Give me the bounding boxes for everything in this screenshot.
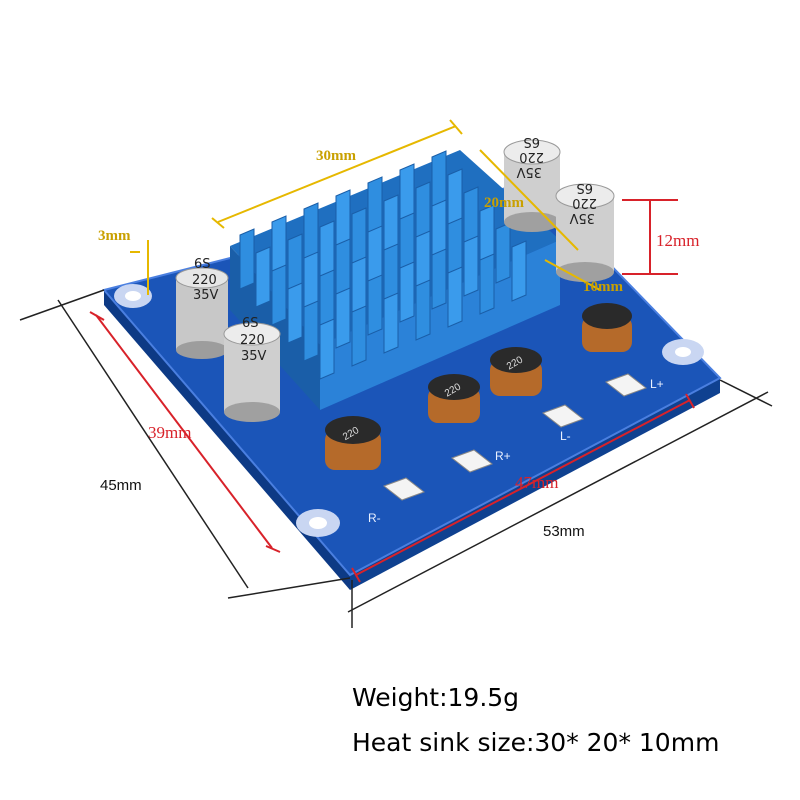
dim-hole-offset: 3mm	[98, 228, 131, 244]
spec-weight: Weight:19.5g	[352, 683, 520, 712]
dim-heatsink-length: 30mm	[316, 148, 356, 164]
terminal-pad	[382, 477, 426, 501]
heatsink-fin	[463, 235, 479, 297]
capacitor-label-1: 6S	[576, 180, 593, 195]
mounting-hole	[662, 339, 704, 365]
heatsink-fin	[271, 264, 287, 326]
dim-board-depth: 45mm	[100, 477, 142, 494]
inductor	[582, 303, 632, 352]
capacitor-label-1: 6S	[523, 134, 540, 149]
dim-hole-span-x: 47mm	[515, 473, 558, 492]
heatsink-fin	[255, 246, 271, 308]
heatsink-fin	[495, 222, 511, 284]
capacitor-label-2: 220	[519, 149, 544, 164]
heatsink-fin	[383, 292, 399, 354]
heatsink-fin	[399, 261, 415, 323]
terminal-label-r-plus: R+	[495, 449, 511, 463]
capacitor-label-3: 35V	[569, 210, 595, 225]
mounting-hole	[114, 284, 152, 308]
heat-sink	[230, 150, 560, 410]
terminal-pad	[450, 449, 494, 473]
capacitor: 6S 220 35V	[175, 257, 229, 359]
heatsink-fin	[319, 318, 335, 380]
capacitor-label-1: 6S	[194, 257, 211, 272]
red-dimension-lines	[89, 199, 695, 583]
terminal-label-l-plus: L+	[650, 377, 664, 391]
dim-hole-span-y: 39mm	[148, 423, 191, 442]
capacitor-label-3: 35V	[241, 349, 267, 364]
dim-heatsink-height: 10mm	[583, 279, 623, 295]
inductor: 220	[490, 347, 542, 396]
heatsink-fin	[351, 305, 367, 367]
terminal-label-r-minus: R-	[368, 511, 381, 525]
inductor: 220	[428, 374, 480, 423]
heatsink-fin	[239, 228, 255, 290]
inductor: 220	[325, 416, 381, 470]
capacitor-label-3: 35V	[193, 288, 219, 303]
capacitor-label-2: 220	[192, 273, 217, 288]
pcb-right-edge	[350, 378, 720, 590]
capacitor-label-2: 220	[572, 195, 597, 210]
dim-board-width: 53mm	[543, 523, 585, 540]
dim-heatsink-width: 20mm	[484, 195, 524, 211]
mounting-hole	[296, 509, 340, 537]
heatsink-fin	[335, 287, 351, 349]
heatsink-fin	[367, 274, 383, 336]
outer-dimension-lines	[19, 289, 773, 628]
heatsink-fin	[479, 253, 495, 315]
capacitor-label-2: 220	[240, 333, 265, 348]
capacitor-label-1: 6S	[242, 316, 259, 331]
heatsink-dimension-lines	[130, 119, 601, 295]
dim-capacitor-height: 12mm	[656, 231, 699, 250]
capacitor-label-3: 35V	[516, 164, 542, 179]
capacitor: 6S 220 35V	[223, 316, 281, 422]
spec-heatsink-size: Heat sink size:30* 20* 10mm	[352, 728, 720, 757]
heatsink-fin	[447, 266, 463, 328]
heatsink-fin	[511, 240, 527, 302]
heatsink-fin	[287, 282, 303, 344]
heatsink-fin	[431, 248, 447, 310]
heatsink-fin	[415, 279, 431, 341]
terminal-pad	[541, 404, 585, 428]
terminal-label-l-minus: L-	[560, 429, 571, 443]
pcb-front-edge	[104, 290, 350, 590]
heatsink-fin	[303, 300, 319, 362]
terminal-pad	[604, 373, 648, 397]
capacitor: 35V 220 6S	[555, 180, 615, 282]
